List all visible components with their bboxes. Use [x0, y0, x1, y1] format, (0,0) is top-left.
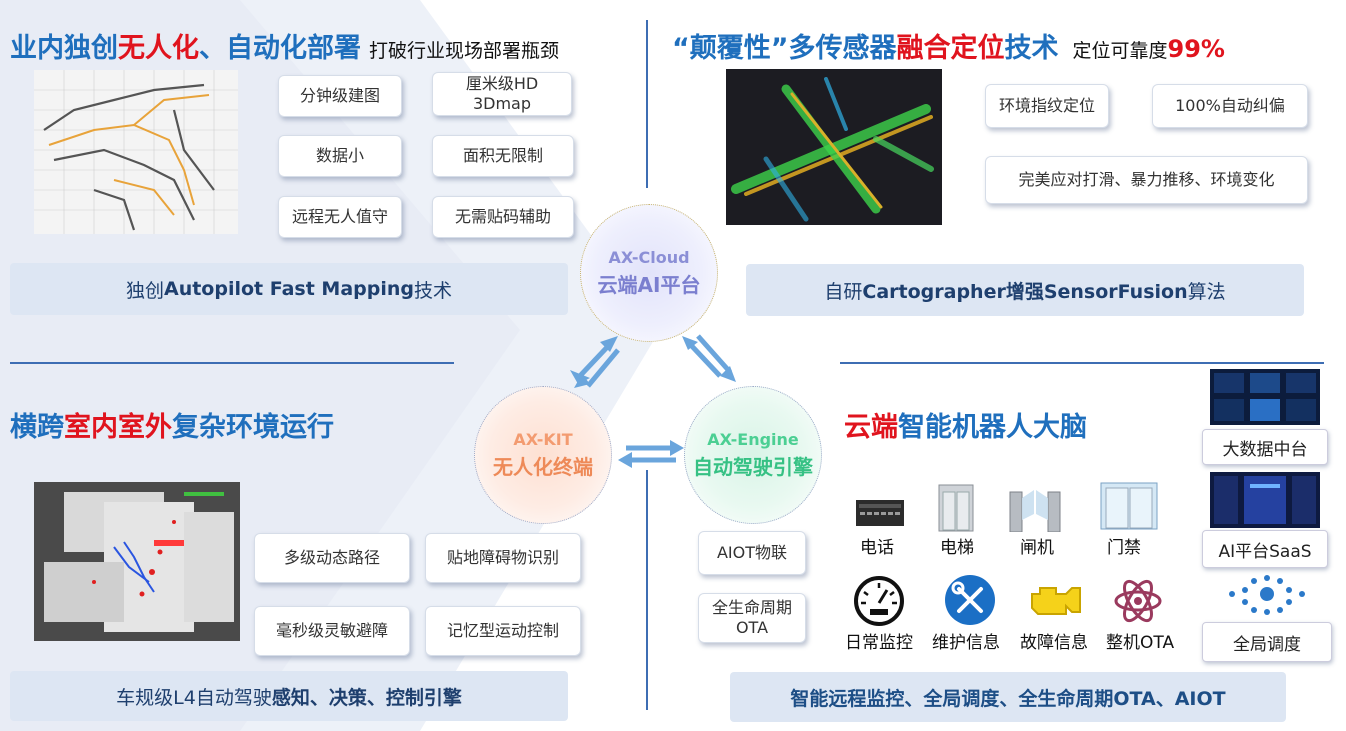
map-image-floorplan — [34, 70, 238, 234]
feature-pill: 多级动态路径 — [254, 533, 410, 583]
feature-pill: 毫秒级灵敏避障 — [254, 606, 410, 656]
divider-top-center — [646, 20, 648, 188]
feature-pill: 完美应对打滑、暴力推移、环境变化 — [985, 156, 1308, 204]
feature-pill: 记忆型运动控制 — [425, 606, 581, 656]
feature-pill: 环境指纹定位 — [985, 84, 1109, 128]
bottom-left-banner: 车规级L4自动驾驶感知、决策、控制引擎 — [10, 671, 568, 721]
pointcloud-image — [726, 69, 942, 225]
feature-pill: 数据小 — [278, 135, 402, 177]
feature-pill: 100%自动纠偏 — [1152, 84, 1308, 128]
atom-icon — [1114, 579, 1162, 623]
panel-label: 全局调度 — [1202, 622, 1332, 662]
feature-pill: AIOT物联 — [698, 531, 806, 575]
monitor-label: 维护信息 — [932, 633, 1000, 653]
panel-label: 大数据中台 — [1202, 429, 1328, 465]
door-access-icon — [1100, 482, 1158, 530]
phone-switch-icon — [856, 500, 904, 526]
bottom-right-banner: 智能远程监控、全局调度、全生命周期OTA、AIOT — [730, 672, 1286, 722]
monitor-label: 整机OTA — [1106, 633, 1175, 653]
wrench-screwdriver-icon — [945, 575, 995, 625]
turnstile-gate-icon — [1009, 490, 1061, 532]
device-label: 电梯 — [940, 538, 974, 558]
elevator-icon — [938, 484, 974, 532]
gauge-icon — [854, 576, 904, 626]
top-right-subtitle: 定位可靠度99% — [1072, 35, 1225, 63]
ai-platform-thumbnail — [1210, 472, 1320, 528]
top-left-subtitle: 打破行业现场部署瓶颈 — [369, 40, 560, 62]
engine-warning-icon — [1031, 587, 1081, 615]
divider-middle-left — [10, 362, 454, 364]
feature-pill: 无需贴码辅助 — [432, 196, 574, 238]
divider-middle-right — [840, 362, 1324, 364]
monitor-label: 日常监控 — [845, 633, 913, 653]
feature-pill: 远程无人值守 — [278, 196, 402, 238]
divider-bottom-center — [646, 470, 648, 710]
bigdata-dashboard-thumbnail — [1210, 369, 1320, 425]
feature-pill: 面积无限制 — [432, 135, 574, 177]
top-right-title: “颠覆性”多传感器融合定位技术定位可靠度99% — [672, 33, 1225, 64]
node-ax-cloud: AX-Cloud 云端AI平台 — [580, 204, 718, 342]
path-planning-image — [34, 482, 240, 641]
feature-pill: 全生命周期 OTA — [698, 593, 806, 643]
panel-label: AI平台SaaS — [1202, 530, 1328, 568]
device-label: 电话 — [860, 538, 894, 558]
device-label: 门禁 — [1107, 538, 1141, 558]
feature-pill: 贴地障碍物识别 — [425, 533, 581, 583]
bidirectional-arrows — [570, 334, 736, 468]
node-ax-engine: AX-Engine 自动驾驶引擎 — [684, 386, 822, 524]
feature-pill: 厘米级HD 3Dmap — [432, 72, 572, 116]
feature-pill: 分钟级建图 — [278, 75, 402, 117]
device-label: 闸机 — [1020, 538, 1054, 558]
global-dispatch-icon — [1229, 575, 1305, 615]
bottom-left-title: 横跨室内室外复杂环境运行 — [10, 412, 334, 443]
node-ax-kit: AX-KIT 无人化终端 — [474, 386, 612, 524]
top-left-title: 业内独创无人化、自动化部署打破行业现场部署瓶颈 — [10, 33, 560, 64]
bottom-right-title: 云端智能机器人大脑 — [844, 412, 1087, 443]
monitor-label: 故障信息 — [1020, 633, 1088, 653]
